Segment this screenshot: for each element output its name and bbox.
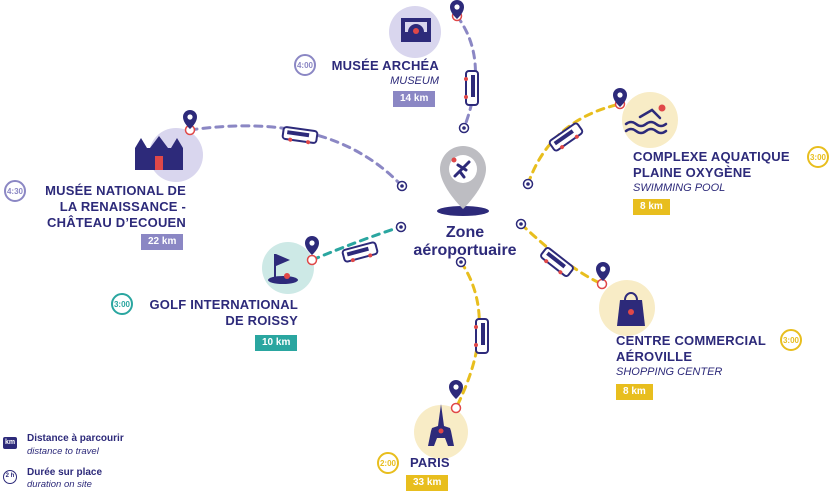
legend-duration-sublabel: duration on site	[27, 479, 92, 490]
duration-badge-golf: 3:00	[111, 293, 133, 315]
legend-duration-label: Durée sur place	[27, 467, 103, 478]
aquatique-line2: PLAINE OXYGÈNE	[633, 165, 752, 180]
route-golf	[310, 225, 402, 262]
ecouen-line3: CHÂTEAU D’ECOUEN	[47, 215, 186, 230]
chateau-icon	[135, 136, 183, 170]
distance-badge-paris: 33 km	[406, 475, 449, 491]
bus-icon	[281, 70, 584, 354]
hub-line2: aéroportuaire	[413, 242, 517, 259]
airport-pin-icon	[437, 146, 489, 216]
route-dots	[184, 10, 626, 414]
commercial-subtitle: SHOPPING CENTER	[616, 366, 723, 378]
golf-line2: DE ROISSY	[225, 313, 298, 328]
distance-badge-archea: 14 km	[393, 91, 436, 107]
paris-title: PARIS	[410, 455, 450, 470]
duration-badge-archea: 4:00	[294, 54, 316, 76]
ecouen-label: MUSÉE NATIONAL DE LA RENAISSANCE - CHÂTE…	[30, 183, 186, 231]
legend-distance-key: km	[3, 437, 17, 449]
pool-bg-circle	[622, 92, 678, 148]
legend-distance-sublabel: distance to travel	[27, 446, 99, 457]
distance-badge-ecouen: 22 km	[141, 234, 184, 250]
museum-icon	[401, 18, 431, 42]
distance-badge-commercial: 8 km	[616, 384, 653, 400]
golf-flag-icon	[268, 254, 298, 284]
legend-duration-key: 2 h	[3, 470, 17, 484]
swimming-icon	[624, 104, 668, 135]
duration-badge-paris: 2:00	[377, 452, 399, 474]
aquatique-label: COMPLEXE AQUATIQUE PLAINE OXYGÈNE SWIMMI…	[633, 149, 793, 195]
aquatique-subtitle: SWIMMING POOL	[633, 182, 726, 194]
duration-badge-aquatique: 3:00	[807, 146, 829, 168]
distance-badge-golf: 10 km	[255, 335, 298, 351]
archea-subtitle: MUSEUM	[390, 75, 439, 87]
aquatique-line1: COMPLEXE AQUATIQUE	[633, 149, 790, 164]
legend-distance-label: Distance à parcourir	[27, 433, 124, 444]
archea-title: MUSÉE ARCHÉA	[331, 58, 439, 73]
duration-badge-ecouen: 4:30	[4, 180, 26, 202]
hub-line1: Zone	[445, 224, 485, 241]
duration-badge-commercial: 3:00	[780, 329, 802, 351]
eiffel-tower-icon	[428, 404, 454, 446]
golf-bg-circle	[262, 242, 314, 294]
distance-badge-aquatique: 8 km	[633, 199, 670, 215]
commercial-line1: CENTRE COMMERCIAL	[616, 333, 767, 348]
shopping-bag-icon	[617, 292, 645, 326]
ecouen-line2: LA RENAISSANCE -	[59, 199, 186, 214]
archea-label: MUSÉE ARCHÉA MUSEUM	[320, 58, 439, 88]
hub-label: Zone aéroportuaire	[395, 224, 535, 260]
route-aquatique	[526, 102, 622, 186]
route-archea	[455, 14, 477, 130]
ecouen-line1: MUSÉE NATIONAL DE	[45, 183, 186, 198]
golf-line1: GOLF INTERNATIONAL	[149, 297, 298, 312]
commercial-label: CENTRE COMMERCIAL AÉROVILLE SHOPPING CEN…	[616, 333, 776, 379]
commercial-line2: AÉROVILLE	[616, 349, 693, 364]
golf-label: GOLF INTERNATIONAL DE ROISSY	[136, 297, 298, 329]
